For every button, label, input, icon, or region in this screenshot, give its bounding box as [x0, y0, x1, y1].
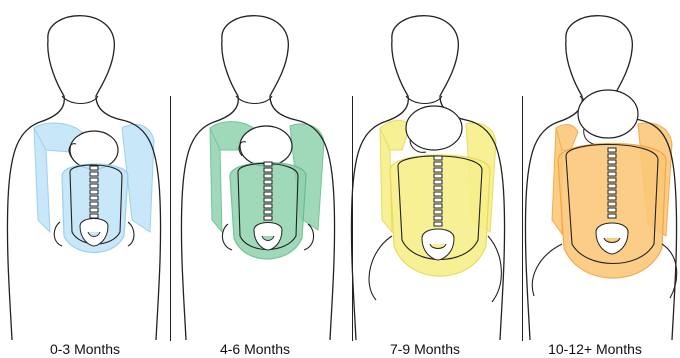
panel-7-9-months: 7-9 Months [340, 0, 510, 358]
age-caption: 0-3 Months [0, 340, 170, 358]
illustration-10-12-months [510, 0, 680, 340]
baby-head [70, 131, 118, 169]
baby-spine [90, 166, 98, 218]
baby-head [406, 106, 462, 150]
panel-4-6-months: 4-6 Months [170, 0, 340, 358]
baby-head [240, 126, 292, 166]
illustration-4-6-months [170, 0, 340, 340]
panel-0-3-months: 0-3 Months [0, 0, 170, 358]
age-caption: 10-12+ Months [510, 340, 680, 358]
illustration-7-9-months [340, 0, 510, 340]
age-caption: 4-6 Months [170, 340, 340, 358]
age-caption: 7-9 Months [340, 340, 510, 358]
illustration-0-3-months [0, 0, 170, 340]
panel-10-12-months: 10-12+ Months [510, 0, 680, 358]
baby-head [578, 90, 638, 138]
